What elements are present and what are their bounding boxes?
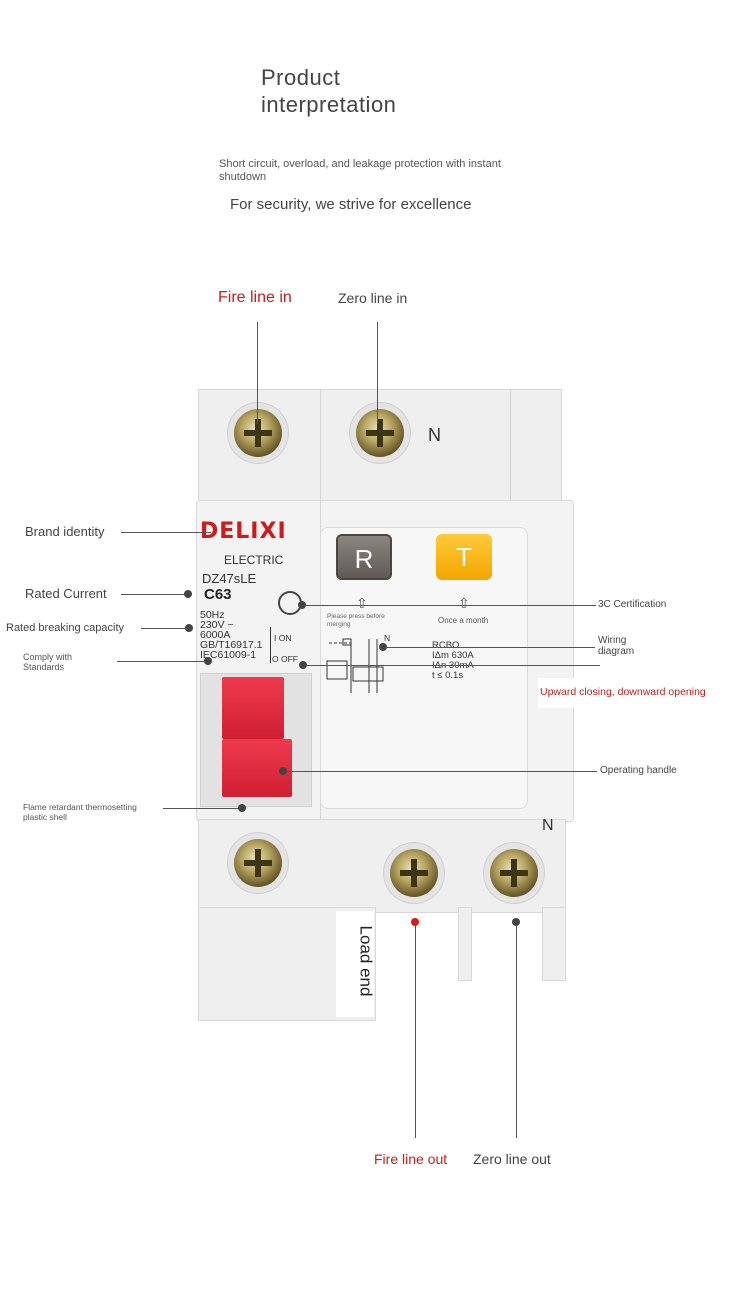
rated-breaking-label: Rated breaking capacity	[6, 622, 125, 634]
upward-box	[538, 678, 724, 708]
wiring-line1: Wiring	[598, 635, 627, 646]
reset-note: Please press before merging	[327, 613, 385, 629]
reset-note-line2: merging	[327, 621, 351, 628]
rated-current-label: Rated Current	[25, 586, 107, 601]
handle-dot	[279, 767, 287, 775]
reset-note-line1: Please press before	[327, 613, 385, 620]
flame-dot	[238, 804, 246, 812]
wiring-line2: diagram	[598, 646, 635, 657]
top-right-screw-icon	[356, 409, 404, 457]
zero-out-dot	[512, 918, 520, 926]
rcbo-time: t ≤ 0.1s	[432, 670, 464, 681]
n-bottom-label: N	[542, 817, 554, 834]
test-arrow-icon: ⇧	[458, 595, 470, 611]
fire-out-line	[415, 926, 416, 1138]
on-label: I ON	[274, 633, 292, 643]
wiring-dot-2	[299, 661, 307, 669]
bottom-tab-1	[458, 907, 472, 981]
reset-button[interactable]: R	[336, 534, 392, 580]
rated-breaking-dot	[185, 624, 193, 632]
zero-line-out-label: Zero line out	[473, 1151, 551, 1167]
fire-out-dot	[411, 918, 419, 926]
diagram-n-label: N	[384, 633, 391, 643]
wiring-label: Wiring diagram	[598, 635, 634, 657]
flame-line2: plastic shell	[23, 812, 67, 822]
fire-line-out-label: Fire line out	[374, 1151, 448, 1167]
bottom-left-screw-icon	[234, 839, 282, 887]
spec-capacity: 6000A	[200, 629, 231, 641]
brand-identity-label: Brand identity	[25, 524, 105, 539]
rated-current-dot	[184, 590, 192, 598]
reset-arrow-icon: ⇧	[356, 595, 368, 611]
spec-std1: GB/T16917.1	[200, 639, 263, 651]
tagline: For security, we strive for excellence	[230, 196, 472, 213]
flame-label: Flame retardant thermosetting plastic sh…	[23, 802, 137, 822]
page-title: Product interpretation	[261, 64, 396, 118]
comply-dot	[204, 657, 212, 665]
comply-label: Comply with Standards	[23, 652, 72, 672]
load-end-label: Load end	[356, 925, 376, 997]
spec-freq: 50Hz	[200, 609, 225, 621]
bottom-mid-screw-icon	[390, 849, 438, 897]
cert-dot	[298, 601, 306, 609]
comply-line2: Standards	[23, 662, 65, 672]
model-text: DZ47sLE	[202, 571, 257, 586]
load-end-strip	[336, 911, 374, 1017]
top-left-screw-icon	[234, 409, 282, 457]
operating-handle-label: Operating handle	[600, 765, 677, 776]
spec-block: 50Hz 230V ~ 6000A GB/T16917.1 IEC61009-1	[200, 609, 263, 661]
wiring-diagram-icon	[326, 638, 384, 693]
zero-line-in-label: Zero line in	[338, 290, 408, 306]
upward-label: Upward closing, downward opening	[540, 686, 706, 698]
rating-text: C63	[204, 586, 232, 603]
brand-logo: DELIXI	[200, 519, 287, 544]
spec-std2: IEC61009-1	[200, 649, 257, 661]
fire-in-line	[257, 322, 258, 424]
zero-in-line	[377, 322, 378, 424]
test-note: Once a month	[438, 616, 489, 625]
subtitle: Short circuit, overload, and leakage pro…	[219, 158, 501, 183]
off-label: O OFF	[272, 654, 298, 664]
spec-voltage: 230V ~	[200, 619, 234, 631]
title-line-2: interpretation	[261, 92, 397, 117]
title-line-1: Product	[261, 65, 341, 90]
rcbo-label: RCBO	[432, 640, 460, 651]
brand-sub: ELECTRIC	[224, 553, 284, 567]
flame-line1: Flame retardant thermosetting	[23, 802, 137, 812]
test-button[interactable]: T	[436, 534, 492, 580]
n-top-label: N	[428, 425, 441, 445]
bottom-tab-2	[542, 907, 566, 981]
fire-line-in-label: Fire line in	[218, 289, 292, 306]
comply-line1: Comply with	[23, 652, 73, 662]
zero-out-line	[516, 926, 517, 1138]
rcbo-idm: IΔm 630A	[432, 650, 474, 661]
operating-handle[interactable]	[222, 677, 284, 739]
bottom-right-screw-icon	[490, 849, 538, 897]
wiring-dot	[379, 643, 387, 651]
cert-3c-label: 3C Certification	[598, 599, 667, 610]
breaker-device: N DELIXI ELECTRIC DZ47sLE C63 50Hz 230V …	[196, 387, 576, 1022]
